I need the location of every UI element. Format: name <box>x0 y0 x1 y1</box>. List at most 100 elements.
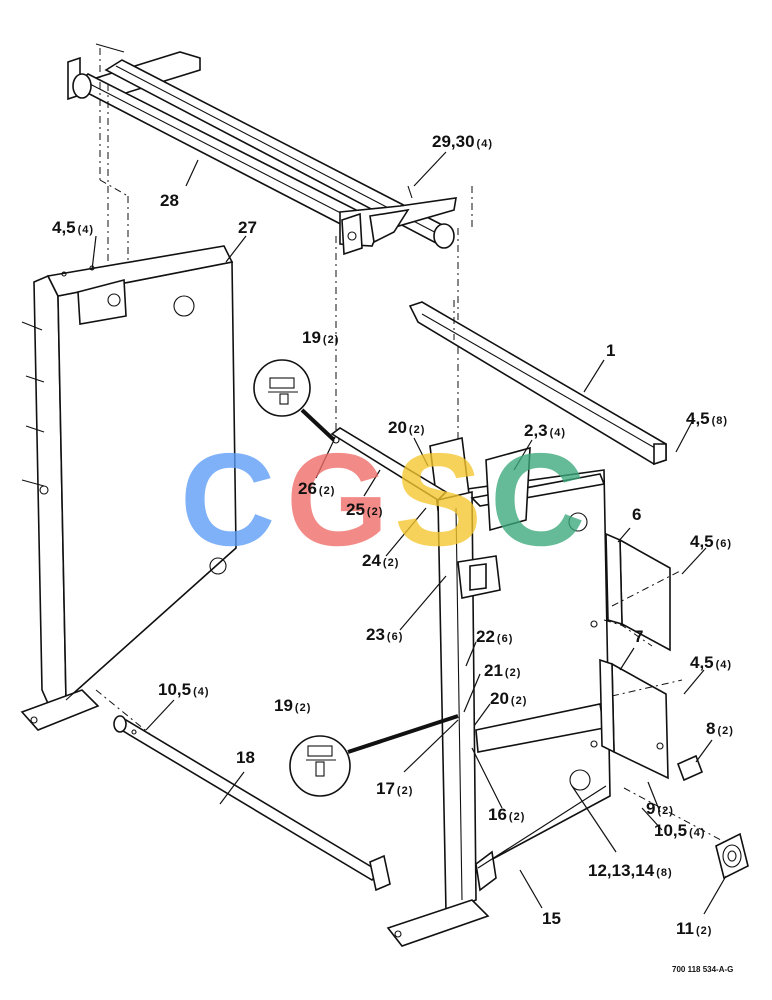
callout-number: 15 <box>542 909 561 928</box>
callout-quantity: (8) <box>656 867 672 879</box>
callout-number: 1 <box>606 341 615 360</box>
callout-quantity: (2) <box>511 695 527 707</box>
callout-24: 24(2) <box>362 551 399 570</box>
callout-labels: 28 29,30(4) 4,5(4) 27 19(2) 1 4,5(8) 20(… <box>52 132 734 938</box>
callout-quantity: (2) <box>295 702 311 714</box>
callout-number: 18 <box>236 748 255 767</box>
callout-number: 11 <box>676 919 694 938</box>
callout-quantity: (4) <box>550 427 566 439</box>
top-tube-assembly <box>67 43 473 470</box>
bearing-plate-11 <box>715 832 749 880</box>
callout-27: 27 <box>238 218 257 237</box>
callout-number: 4,5 <box>690 532 714 551</box>
callout-28: 28 <box>160 191 179 210</box>
callout-quantity: (2) <box>505 667 521 679</box>
callout-29-30: 29,30(4) <box>432 132 493 151</box>
callout-23: 23(6) <box>366 625 403 644</box>
callout-number: 4,5 <box>690 653 714 672</box>
callout-19-upper: 19(2) <box>302 328 339 347</box>
callout-number: 29,30 <box>432 132 475 151</box>
detail-circle-upper <box>253 359 336 442</box>
leader-lines <box>91 151 727 915</box>
callout-10-5-left: 10,5(4) <box>158 680 210 699</box>
callout-20-lower: 20(2) <box>490 689 527 708</box>
callout-2-3: 2,3(4) <box>524 421 566 440</box>
callout-quantity: (4) <box>477 138 493 150</box>
callout-7: 7 <box>634 627 643 646</box>
callout-number: 10,5 <box>654 821 687 840</box>
right-side-panel <box>386 437 653 947</box>
diagonal-link <box>330 427 448 502</box>
left-side-panel <box>20 245 237 735</box>
callout-quantity: (2) <box>657 805 673 817</box>
callout-number: 20 <box>388 418 407 437</box>
callout-10-5-right: 10,5(4) <box>654 821 706 840</box>
callout-17: 17(2) <box>376 779 413 798</box>
callout-8: 8(2) <box>706 719 734 738</box>
channel-bracket-6 <box>605 532 683 652</box>
drawing-number: 700 118 534-A-G <box>672 965 733 974</box>
callout-number: 19 <box>274 696 293 715</box>
callout-number: 6 <box>632 505 641 524</box>
callout-quantity: (2) <box>717 725 733 737</box>
callout-number: 4,5 <box>686 409 710 428</box>
detail-circle-lower <box>289 714 459 797</box>
callout-quantity: (8) <box>712 415 728 427</box>
callout-20-upper: 20(2) <box>388 418 425 437</box>
callout-quantity: (2) <box>367 506 383 518</box>
watermark-letter-2: G <box>286 426 389 573</box>
callout-4-5-bracket-7: 4,5(4) <box>690 653 732 672</box>
callout-4-5-bracket-6: 4,5(6) <box>690 532 732 551</box>
callout-quantity: (2) <box>383 557 399 569</box>
callout-quantity: (2) <box>509 811 525 823</box>
callout-number: 16 <box>488 805 507 824</box>
callout-number: 21 <box>484 661 503 680</box>
callout-number: 2,3 <box>524 421 548 440</box>
callout-quantity: (6) <box>716 538 732 550</box>
callout-quantity: (2) <box>696 925 712 937</box>
callout-9: 9(2) <box>646 799 674 818</box>
callout-quantity: (6) <box>387 631 403 643</box>
callout-quantity: (6) <box>497 633 513 645</box>
callout-quantity: (2) <box>319 485 335 497</box>
callout-18: 18 <box>236 748 255 767</box>
callout-19-lower: 19(2) <box>274 696 311 715</box>
callout-number: 27 <box>238 218 257 237</box>
callout-number: 17 <box>376 779 395 798</box>
top-rail <box>408 300 667 466</box>
watermark-letter-3: S <box>394 426 482 573</box>
callout-number: 7 <box>634 627 643 646</box>
callout-quantity: (2) <box>323 334 339 346</box>
callout-number: 19 <box>302 328 321 347</box>
callout-16: 16(2) <box>488 805 525 824</box>
callout-4-5-rail: 4,5(8) <box>686 409 728 428</box>
callout-number: 24 <box>362 551 381 570</box>
callout-1: 1 <box>606 341 615 360</box>
callout-quantity: (4) <box>193 686 209 698</box>
callout-quantity: (4) <box>78 224 94 236</box>
callout-25: 25(2) <box>346 500 383 519</box>
callout-22: 22(6) <box>476 627 513 646</box>
callout-number: 23 <box>366 625 385 644</box>
callout-number: 22 <box>476 627 495 646</box>
watermark-letter-4: C <box>490 426 585 573</box>
callout-12-13-14: 12,13,14(8) <box>588 861 673 880</box>
callout-4-5-top-left: 4,5(4) <box>52 218 94 237</box>
callout-6: 6 <box>632 505 641 524</box>
callout-number: 26 <box>298 479 317 498</box>
channel-bracket-7 <box>599 658 733 847</box>
callout-quantity: (2) <box>409 424 425 436</box>
callout-number: 9 <box>646 799 655 818</box>
callout-21: 21(2) <box>484 661 521 680</box>
callout-number: 28 <box>160 191 179 210</box>
watermark-letter-1: C <box>180 426 275 573</box>
watermark: C G S C <box>180 426 585 573</box>
callout-number: 12,13,14 <box>588 861 655 880</box>
callout-number: 8 <box>706 719 715 738</box>
callout-15: 15 <box>542 909 561 928</box>
callout-number: 25 <box>346 500 365 519</box>
callout-quantity: (4) <box>716 659 732 671</box>
callout-number: 4,5 <box>52 218 76 237</box>
